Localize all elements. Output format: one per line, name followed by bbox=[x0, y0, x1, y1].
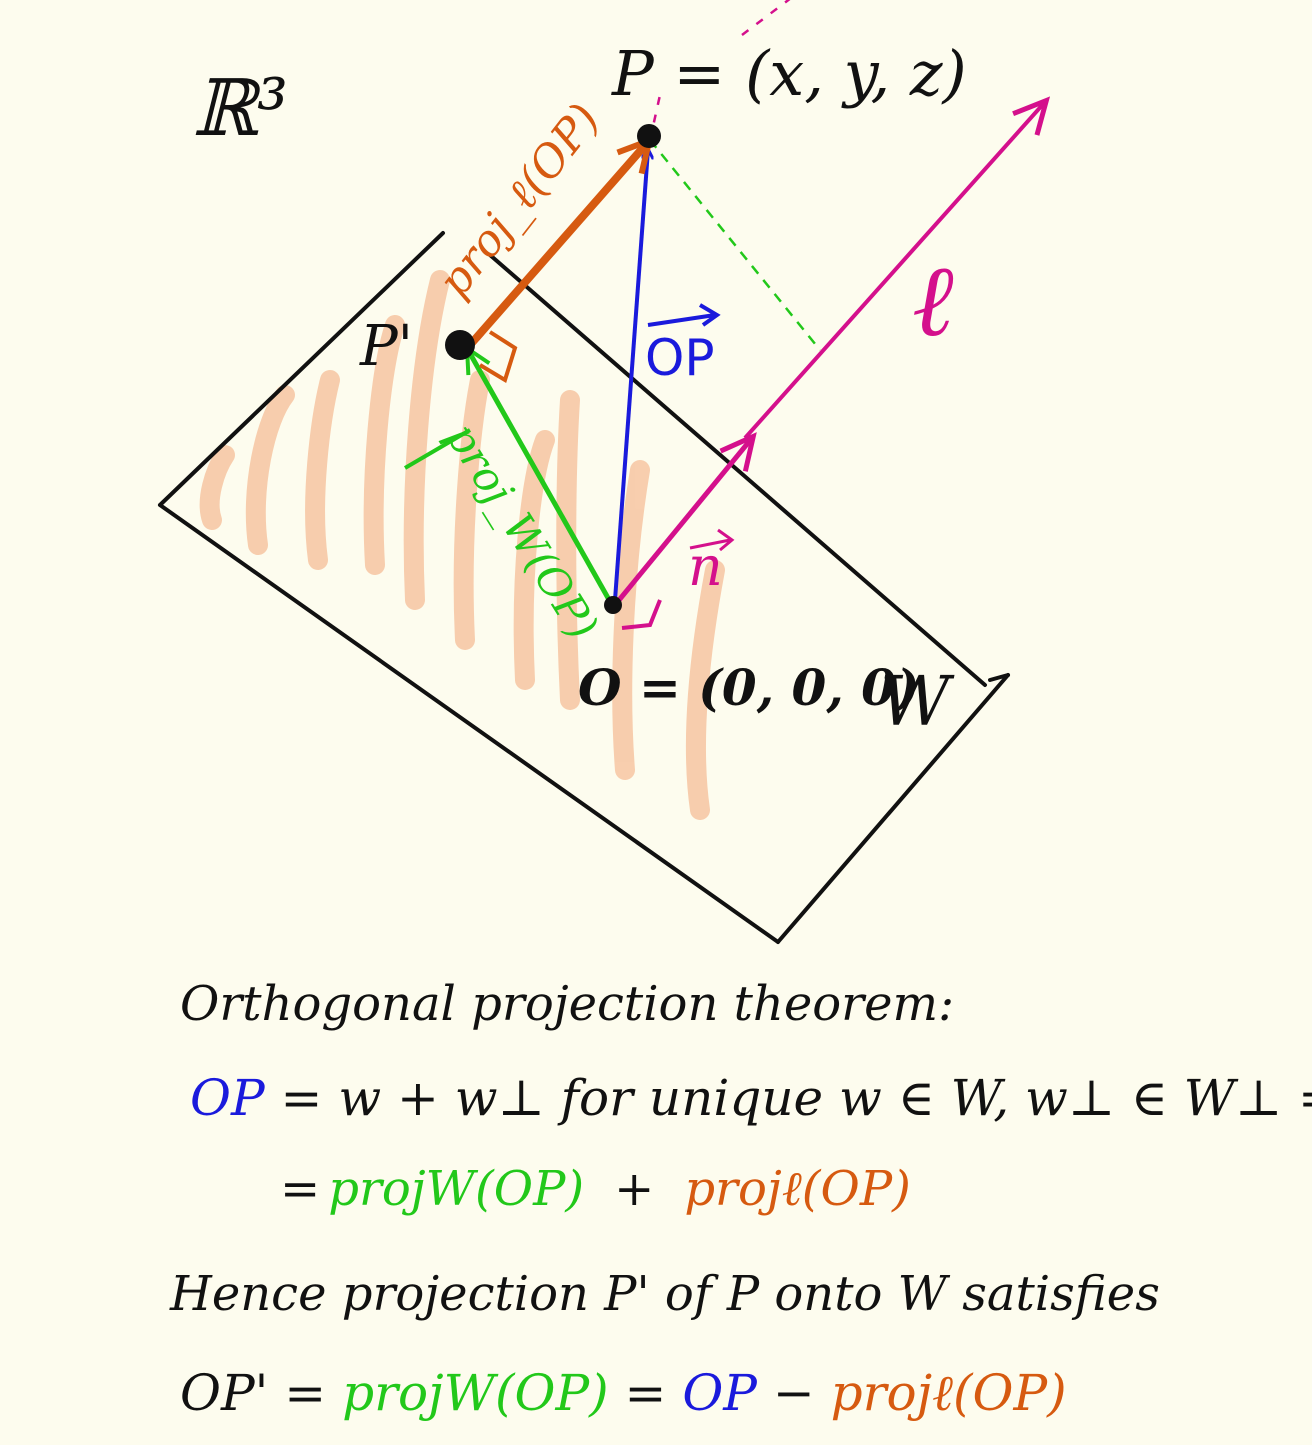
theorem-line1: OP = w + w⊥ for unique w ∈ W, w⊥ ∈ W⊥ = … bbox=[190, 1048, 1312, 1132]
line-l bbox=[743, 96, 1051, 440]
theorem-line2-projw: projW(OP) bbox=[328, 1161, 584, 1217]
theorem-line4-projw: projW(OP) bbox=[342, 1364, 609, 1422]
op-label: OP bbox=[645, 329, 715, 387]
theorem-line1-op: OP bbox=[190, 1069, 266, 1127]
point-o-label: O = (0, 0, 0) bbox=[578, 658, 920, 717]
line-l-label: ℓ bbox=[912, 242, 954, 359]
point-p-label: P = (x, y, z) bbox=[611, 37, 967, 110]
theorem-line4-minus: − bbox=[757, 1364, 831, 1422]
theorem-title: Orthogonal projection theorem: bbox=[180, 976, 954, 1032]
plane-w-label: W bbox=[880, 663, 955, 742]
theorem-line1-rest: = w + w⊥ for unique w ∈ W, w⊥ ∈ W⊥ = bbox=[265, 1069, 1312, 1127]
vector-op bbox=[613, 150, 648, 601]
theorem-line4-eq: = bbox=[609, 1364, 683, 1422]
theorem-line4-projl: projℓ(OP) bbox=[831, 1364, 1067, 1422]
space-label: ℝ³ bbox=[192, 64, 288, 154]
point-p-prime-label: P' bbox=[359, 314, 413, 379]
point-p-prime bbox=[445, 330, 475, 360]
vector-proj-l bbox=[466, 135, 654, 348]
theorem-hence: Hence projection P' of P onto W satisfie… bbox=[169, 1266, 1160, 1322]
n-label-arrow bbox=[689, 528, 735, 552]
point-p bbox=[637, 124, 661, 148]
proj-l-label: proj_ℓ(OP) bbox=[428, 94, 610, 306]
theorem-line2-plus: + bbox=[614, 1161, 654, 1217]
proj-w-stroke bbox=[403, 428, 472, 470]
theorem-line2-projl: projℓ(OP) bbox=[684, 1161, 911, 1217]
theorem-line2-eq: = bbox=[280, 1161, 320, 1217]
normal-vector-n bbox=[613, 432, 757, 607]
theorem-line4: OP' = projW(OP) = OP − projℓ(OP) bbox=[180, 1364, 1067, 1422]
theorem-line4-opp: OP' = bbox=[180, 1364, 342, 1422]
theorem-line2: =projW(OP) + projℓ(OP) bbox=[280, 1161, 911, 1217]
vector-proj-w bbox=[468, 350, 615, 607]
theorem-line4-op: OP bbox=[682, 1364, 758, 1422]
op-label-arrow bbox=[647, 303, 721, 327]
point-o bbox=[604, 596, 622, 614]
plane-hatching bbox=[199, 270, 725, 820]
right-angle-o bbox=[621, 599, 662, 630]
right-angle-p-prime bbox=[478, 330, 518, 384]
